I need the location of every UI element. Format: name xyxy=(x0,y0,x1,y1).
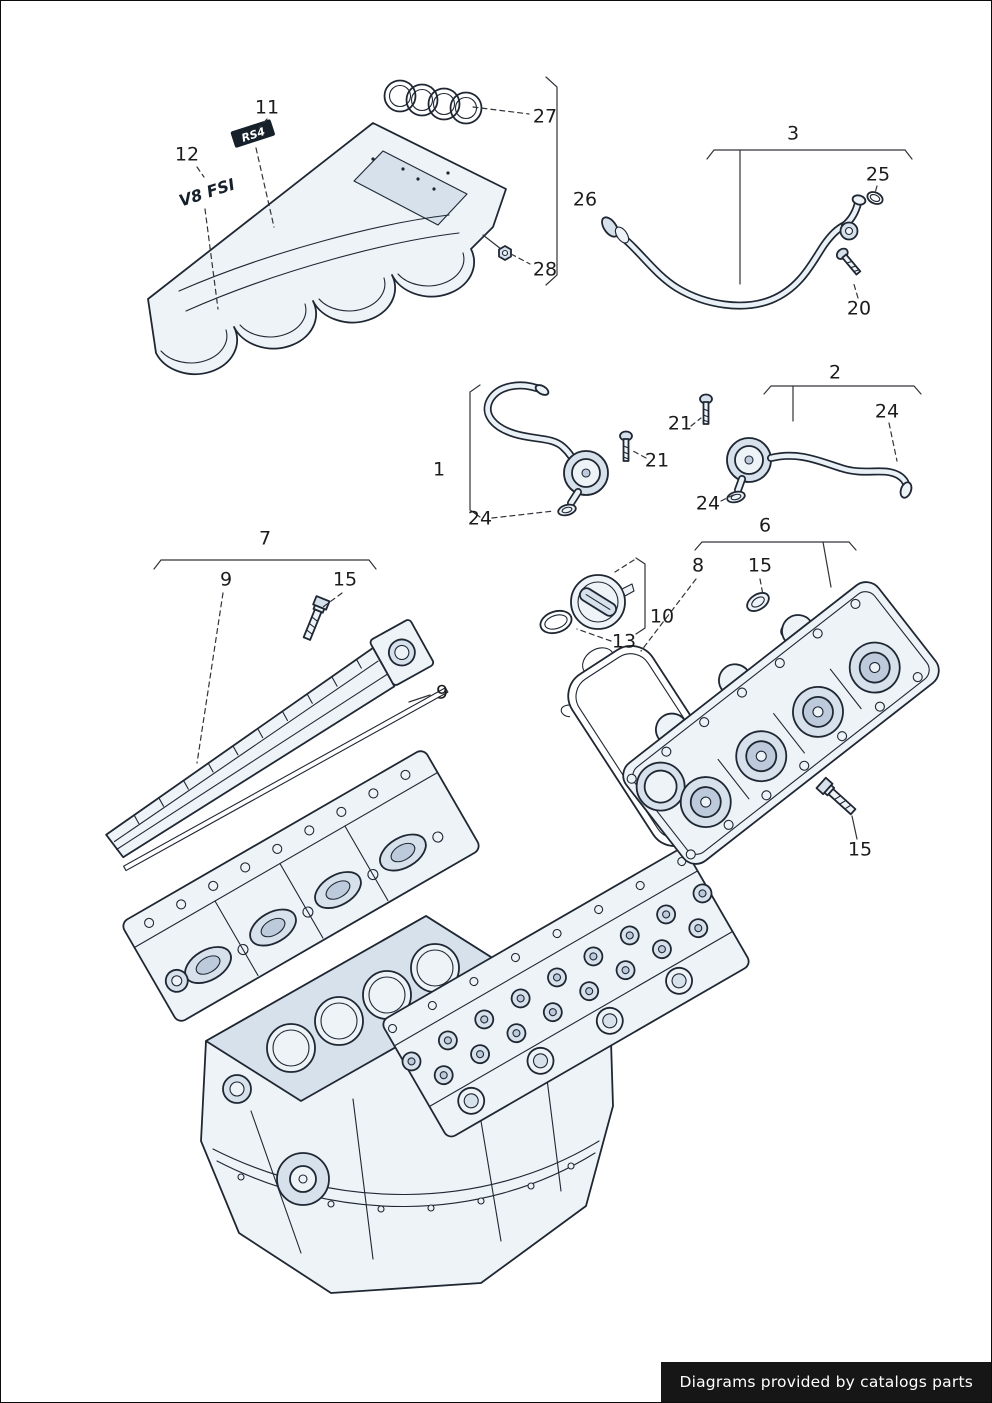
rs4-badge: RS4 xyxy=(230,119,275,148)
washer-24-right xyxy=(726,490,746,504)
bracket-10 xyxy=(635,557,646,635)
washer-24-left xyxy=(557,503,577,517)
bracket-26 xyxy=(545,76,558,286)
audi-rings-icon xyxy=(383,79,483,125)
hose-o-ring xyxy=(866,191,884,205)
bracket-6-drop xyxy=(822,541,832,588)
bracket-1 xyxy=(469,384,481,518)
leader-27 xyxy=(472,106,530,115)
leader-15a xyxy=(322,592,343,608)
bracket-7 xyxy=(153,559,377,570)
breather-valve-right xyxy=(726,437,913,504)
valve-screw-21-right xyxy=(699,393,713,425)
cylinder-head-left xyxy=(122,750,480,1022)
valve-cover xyxy=(622,581,940,865)
breather-hose xyxy=(601,194,867,310)
leader-10 xyxy=(614,559,635,573)
leader-11 xyxy=(258,118,268,129)
v8fsi-badge-text: V8 FSI xyxy=(177,175,238,211)
bracket-3 xyxy=(706,149,913,160)
leader-11b xyxy=(255,147,275,228)
cover-nut xyxy=(482,234,512,261)
engine-cover xyxy=(147,122,507,376)
leader-13 xyxy=(576,628,612,642)
leader-15c xyxy=(851,815,858,840)
leader-21a xyxy=(632,450,647,459)
rail-gasket-strip xyxy=(123,687,449,872)
hose-bolt-20 xyxy=(833,245,864,278)
leader-9b xyxy=(408,694,431,703)
bracket-2 xyxy=(763,385,922,395)
cover-bolt-15 xyxy=(815,776,859,818)
camshaft-cover-rail xyxy=(105,619,449,872)
cylinder-head-right xyxy=(382,848,750,1138)
breather-valve-left xyxy=(483,381,609,517)
footer-credit: Diagrams provided by catalogs parts xyxy=(661,1362,991,1402)
leader-8 xyxy=(640,578,697,652)
rail-bolt-15 xyxy=(299,595,331,643)
leader-24b xyxy=(720,494,734,502)
leader-24c xyxy=(888,422,898,462)
leader-25 xyxy=(874,185,878,194)
leader-12b xyxy=(204,208,219,310)
leader-21b xyxy=(690,417,702,427)
bracket-6 xyxy=(694,541,857,551)
leader-28 xyxy=(510,253,531,265)
oil-filler-cap xyxy=(570,574,635,630)
leader-20 xyxy=(852,280,859,299)
leader-12 xyxy=(196,166,205,178)
valve-screw-21-left xyxy=(619,430,633,462)
leader-24a xyxy=(491,510,555,519)
leader-15b xyxy=(759,578,764,596)
footer-credit-text: Diagrams provided by catalogs parts xyxy=(679,1373,973,1391)
filler-cap-o-ring xyxy=(539,609,573,635)
v8fsi-badge: V8 FSI xyxy=(177,175,238,211)
callout-lines xyxy=(153,76,922,840)
leader-9a xyxy=(196,592,224,764)
